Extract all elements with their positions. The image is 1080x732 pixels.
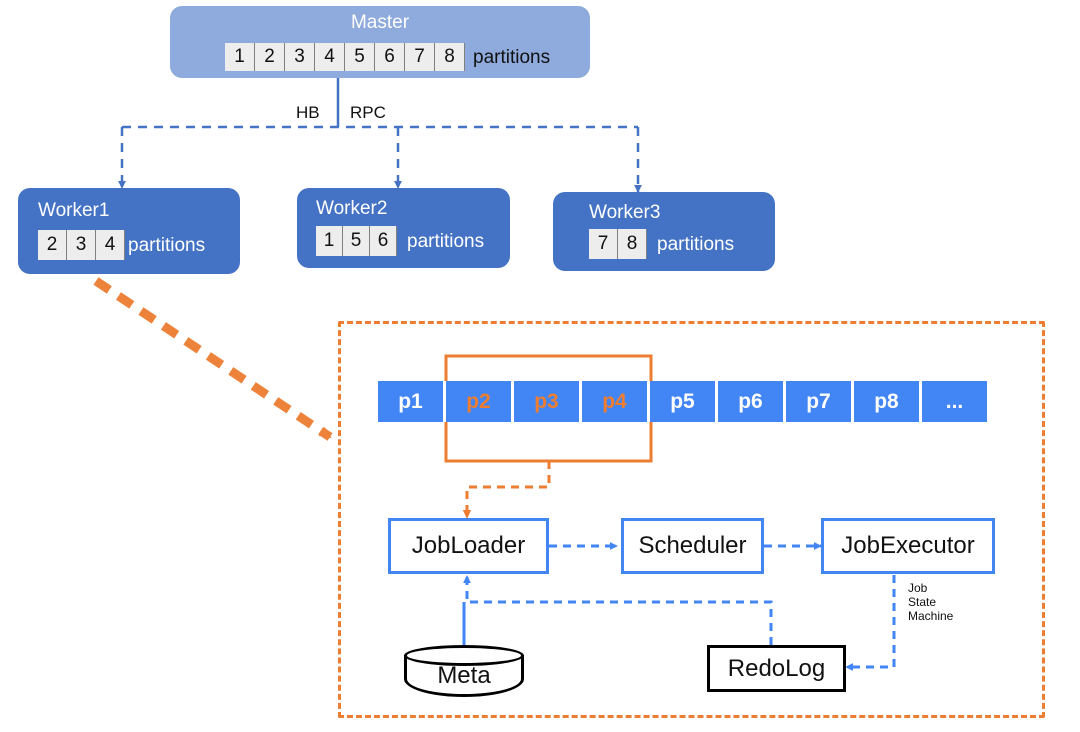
jobloader-box[interactable]: JobLoader — [388, 518, 549, 574]
partition-slot-p2[interactable]: p2 — [446, 381, 511, 422]
master-card[interactable]: Master 1 2 3 4 5 6 7 8 partitions — [170, 6, 590, 78]
partition-slot-p8[interactable]: p8 — [854, 381, 919, 422]
partition-slot-overflow[interactable]: ... — [922, 381, 987, 422]
partition-cell[interactable]: 6 — [370, 226, 397, 256]
partition-cell[interactable]: 8 — [435, 43, 465, 71]
partitions-caption: partitions — [657, 233, 735, 255]
worker-title: Worker2 — [316, 198, 388, 219]
partition-cell[interactable]: 3 — [285, 43, 315, 71]
label-rpc: RPC — [350, 103, 386, 122]
partition-slot-p4[interactable]: p4 — [582, 381, 647, 422]
partition-cell[interactable]: 6 — [375, 43, 405, 71]
worker-card-1[interactable]: Worker1 2 3 4 partitions — [18, 188, 240, 274]
meta-store[interactable]: Meta — [404, 645, 524, 697]
partition-cell[interactable]: 2 — [38, 230, 67, 260]
redolog-box[interactable]: RedoLog — [707, 645, 846, 692]
worker-card-2[interactable]: Worker2 1 5 6 partitions — [297, 188, 510, 268]
worker-partition-row: 7 8 partitions — [589, 229, 734, 259]
partition-cell[interactable]: 3 — [67, 230, 96, 260]
partitions-caption: partitions — [473, 46, 551, 68]
partitions-caption: partitions — [407, 230, 485, 252]
master-title: Master — [350, 12, 410, 33]
scheduler-box[interactable]: Scheduler — [621, 518, 764, 574]
arrow-worker1-detail — [93, 277, 333, 441]
partition-slot-p3[interactable]: p3 — [514, 381, 579, 422]
partition-slot-p6[interactable]: p6 — [718, 381, 783, 422]
partition-cell[interactable]: 7 — [589, 229, 618, 259]
meta-label: Meta — [437, 662, 491, 689]
partition-slot-p5[interactable]: p5 — [650, 381, 715, 422]
partition-cell[interactable]: 4 — [315, 43, 345, 71]
worker-card-3[interactable]: Worker3 7 8 partitions — [553, 192, 775, 271]
partition-cell[interactable]: 5 — [343, 226, 370, 256]
partition-cell[interactable]: 1 — [225, 43, 255, 71]
partition-slot-p1[interactable]: p1 — [378, 381, 443, 422]
partition-cell[interactable]: 4 — [96, 230, 125, 260]
worker-partition-row: 1 5 6 partitions — [316, 226, 484, 256]
jobexecutor-box[interactable]: JobExecutor — [821, 518, 995, 574]
partition-cell[interactable]: 2 — [255, 43, 285, 71]
master-partition-row: 1 2 3 4 5 6 7 8 partitions — [225, 43, 550, 71]
worker-title: Worker3 — [589, 202, 661, 223]
partition-bar: p1 p2 p3 p4 p5 p6 p7 p8 ... — [378, 381, 987, 422]
partition-slot-p7[interactable]: p7 — [786, 381, 851, 422]
jsm-line-1: Job — [908, 581, 928, 595]
partition-cell[interactable]: 5 — [345, 43, 375, 71]
partitions-caption: partitions — [128, 234, 206, 256]
jsm-line-2: State — [908, 595, 937, 609]
jsm-line-3: Machine — [908, 609, 954, 623]
worker-partition-row: 2 3 4 partitions — [38, 230, 205, 260]
partition-cell[interactable]: 1 — [316, 226, 343, 256]
partition-cell[interactable]: 7 — [405, 43, 435, 71]
label-hb: HB — [296, 103, 320, 122]
worker-detail-container — [338, 321, 1045, 718]
partition-cell[interactable]: 8 — [618, 229, 647, 259]
job-state-machine-annotation: Job State Machine — [908, 581, 953, 623]
worker-title: Worker1 — [38, 200, 110, 221]
cylinder-top — [404, 645, 524, 666]
